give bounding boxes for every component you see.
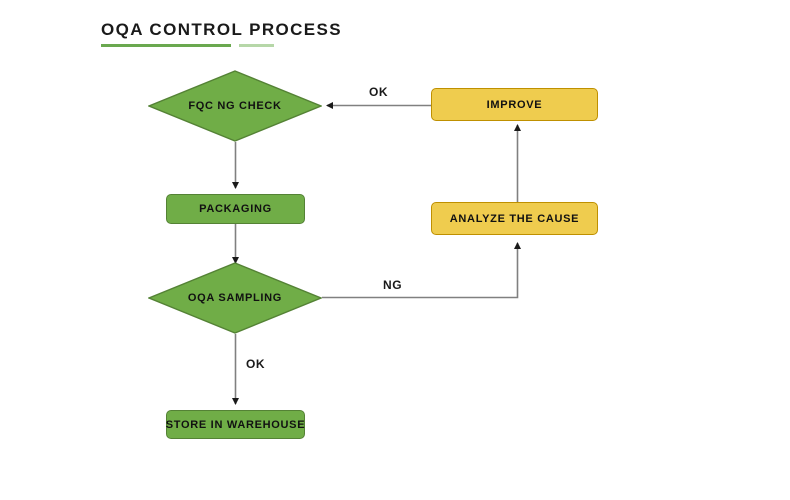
node-label: IMPROVE: [486, 98, 543, 111]
node-label: ANALYZE THE CAUSE: [449, 212, 580, 225]
node-analyze-the-cause[interactable]: ANALYZE THE CAUSE: [431, 202, 598, 235]
oqa-sampling-label-wrap: OQA SAMPLING: [148, 262, 322, 334]
node-packaging[interactable]: PACKAGING: [166, 194, 305, 224]
node-improve[interactable]: IMPROVE: [431, 88, 598, 121]
node-label: OQA SAMPLING: [187, 292, 283, 304]
node-label: FQC NG CHECK: [188, 100, 282, 112]
edge-label-improve-to-fqc: OK: [369, 85, 389, 99]
page-title-block: OQA CONTROL PROCESS: [101, 20, 343, 47]
edge-label-oqa-to-store: OK: [246, 357, 266, 371]
node-label: STORE IN WAREHOUSE: [165, 418, 306, 431]
node-store-in-warehouse[interactable]: STORE IN WAREHOUSE: [166, 410, 305, 439]
oqa-sampling-diamond-shape: [148, 262, 322, 334]
fqc-ng-check-label-wrap: FQC NG CHECK: [148, 70, 322, 142]
page-title: OQA CONTROL PROCESS: [101, 20, 343, 39]
title-underline-light-segment: [239, 44, 274, 47]
edge-label-oqa-to-analyze: NG: [383, 278, 403, 292]
node-fqc-ng-check[interactable]: FQC NG CHECK: [148, 70, 322, 142]
title-underline-main-segment: [101, 44, 231, 47]
node-label: PACKAGING: [199, 203, 272, 215]
node-oqa-sampling[interactable]: OQA SAMPLING: [148, 262, 322, 334]
title-underline: [101, 44, 274, 47]
edge-oqa-sampling-to-analyze: [322, 242, 521, 299]
fqc-ng-check-diamond-shape: [148, 70, 322, 142]
